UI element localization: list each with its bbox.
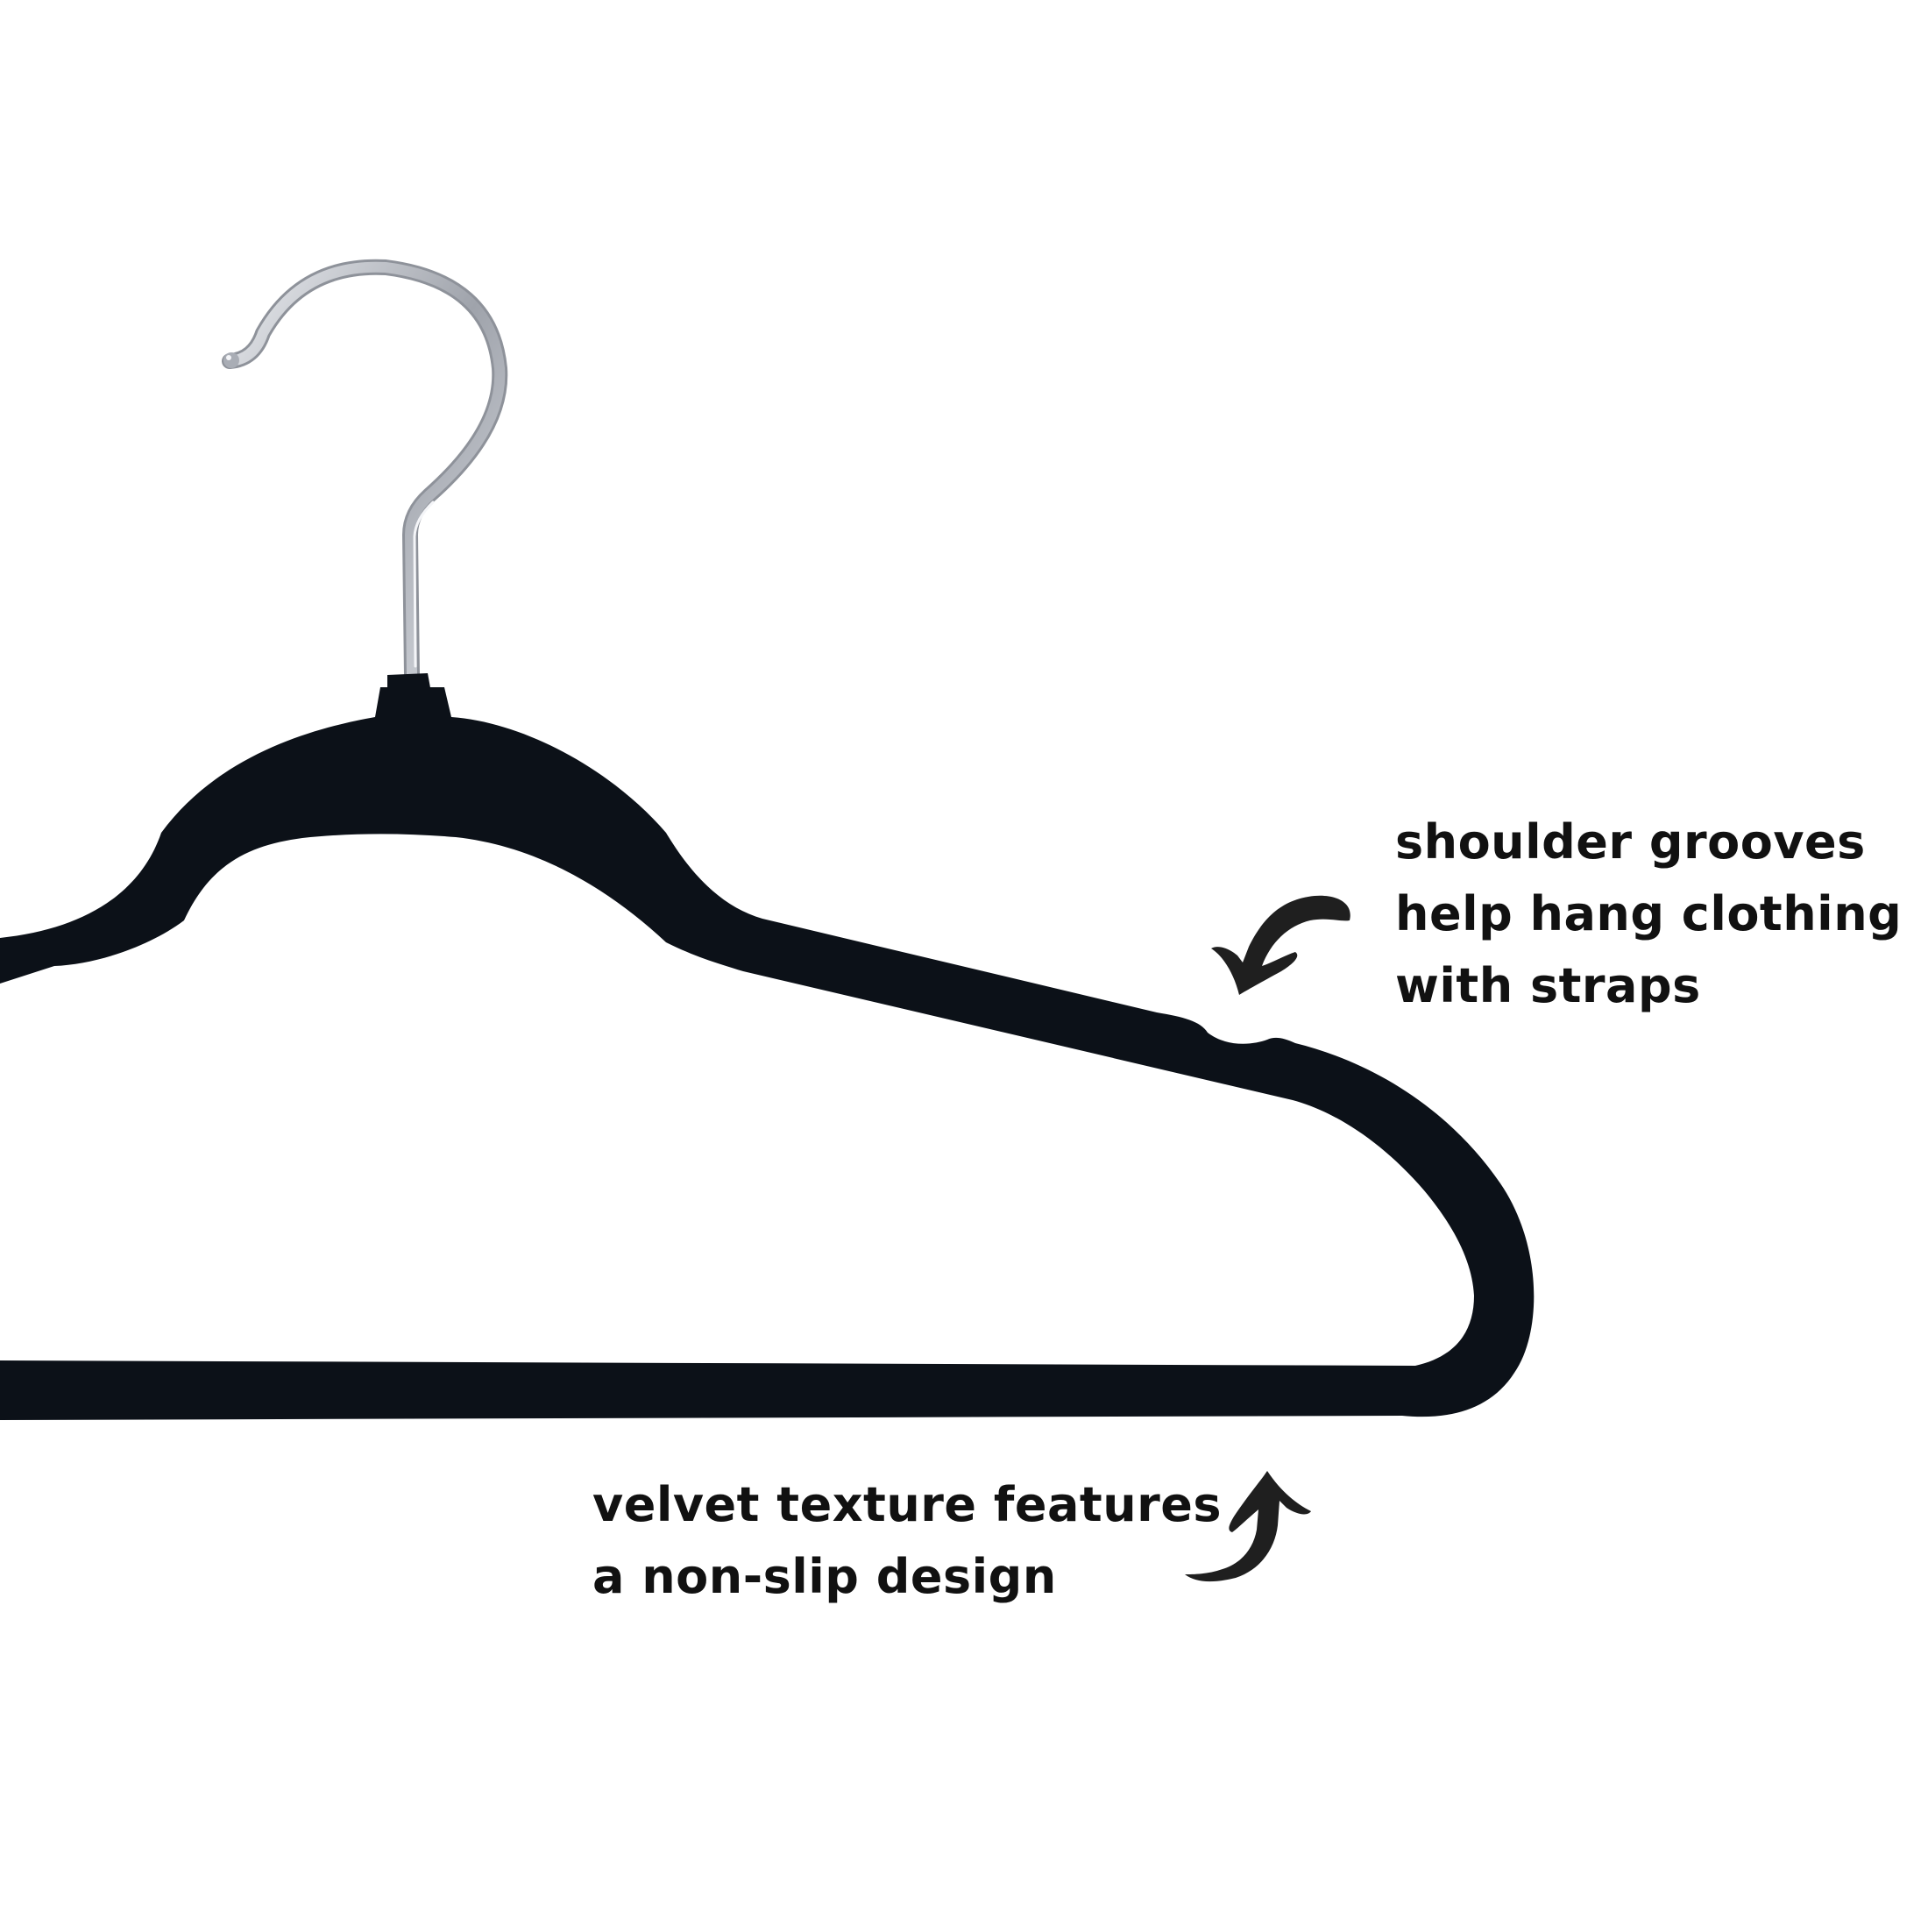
hook-tip-ball: [223, 352, 239, 368]
caption-line: a non-slip design: [592, 1549, 1057, 1604]
caption-line: help hang clothing: [1395, 886, 1903, 941]
hanger-body: [0, 687, 1535, 1420]
velvet-texture-caption: velvet texture features a non-slip desig…: [592, 1469, 1222, 1613]
hanger-hook: [222, 259, 508, 683]
caption-line: velvet texture features: [592, 1477, 1223, 1532]
shoulder-curved-arrow-icon: [1211, 895, 1350, 995]
caption-line: with straps: [1395, 958, 1701, 1013]
caption-line: shoulder grooves: [1395, 814, 1866, 870]
velvet-curved-arrow-icon: [1185, 1471, 1311, 1582]
shoulder-grooves-caption: shoulder grooves help hang clothing with…: [1395, 806, 1902, 1022]
